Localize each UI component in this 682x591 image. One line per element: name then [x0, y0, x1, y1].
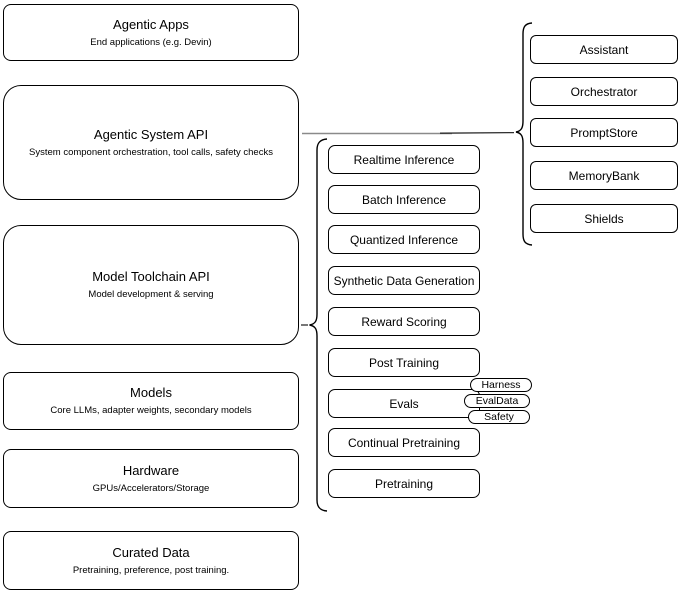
node-pretraining: Pretraining [328, 469, 480, 498]
node-evals: Evals [328, 389, 480, 418]
node-synthetic-data-generation: Synthetic Data Generation [328, 266, 480, 295]
node-agentic-system-api: Agentic System API System component orch… [3, 85, 299, 200]
node-subtitle: Core LLMs, adapter weights, secondary mo… [50, 405, 252, 416]
tag-evaldata: EvalData [464, 394, 530, 408]
node-orchestrator: Orchestrator [530, 77, 678, 106]
system-api-connector-line [439, 131, 515, 134]
node-post-training: Post Training [328, 348, 480, 377]
node-subtitle: End applications (e.g. Devin) [90, 36, 212, 48]
node-title: Model Toolchain API [92, 269, 210, 284]
node-promptstore: PromptStore [530, 118, 678, 147]
node-hardware: Hardware GPUs/Accelerators/Storage [3, 449, 299, 508]
node-subtitle: Model development & serving [88, 289, 214, 300]
node-models: Models Core LLMs, adapter weights, secon… [3, 372, 299, 430]
node-subtitle: System component orchestration, tool cal… [29, 146, 273, 158]
node-memorybank: MemoryBank [530, 161, 678, 190]
node-reward-scoring: Reward Scoring [328, 307, 480, 336]
node-subtitle: Pretraining, preference, post training. [72, 564, 230, 576]
node-curated-data: Curated Data Pretraining, preference, po… [3, 531, 299, 590]
tag-safety: Safety [468, 410, 530, 424]
node-subtitle: GPUs/Accelerators/Storage [92, 482, 210, 494]
node-realtime-inference: Realtime Inference [328, 145, 480, 174]
node-agentic-apps: Agentic Apps End applications (e.g. Devi… [3, 4, 299, 61]
node-assistant: Assistant [530, 35, 678, 64]
node-shields: Shields [530, 204, 678, 233]
node-quantized-inference: Quantized Inference [328, 225, 480, 254]
node-title: Agentic System API [93, 126, 209, 142]
node-model-toolchain-api: Model Toolchain API Model development & … [3, 225, 299, 345]
tag-harness: Harness [470, 378, 532, 392]
node-title: Agentic Apps [113, 16, 189, 32]
node-title: Curated Data [112, 544, 190, 560]
node-continual-pretraining: Continual Pretraining [328, 428, 480, 457]
right-column-brace [515, 22, 533, 246]
middle-column-brace [309, 138, 328, 512]
node-title: Hardware [122, 462, 180, 478]
node-batch-inference: Batch Inference [328, 185, 480, 214]
node-title: Models [130, 385, 172, 400]
